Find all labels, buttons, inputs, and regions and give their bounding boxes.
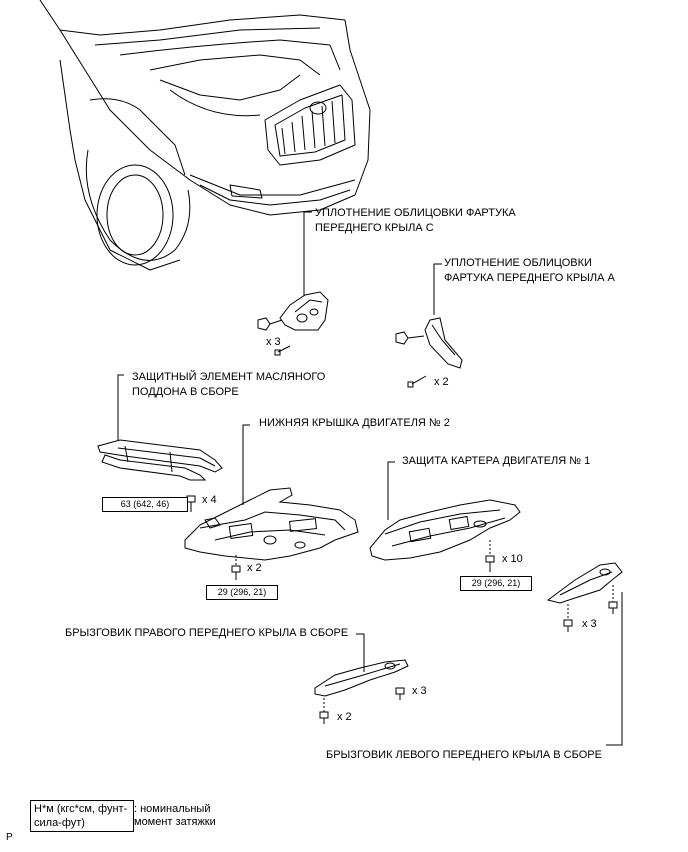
legend-units-line1: Н*м (кгс*см, фунт- bbox=[34, 803, 128, 815]
label-oil-pan-line2: ПОДДОНА В СБОРЕ bbox=[132, 386, 239, 398]
legend-desc-line2: момент затяжки bbox=[134, 816, 216, 828]
label-engine-guard-1: ЗАЩИТА КАРТЕРА ДВИГАТЕЛЯ № 1 bbox=[402, 455, 591, 467]
qty-seal-a-screw: x 2 bbox=[434, 376, 449, 388]
legend-torque-units: Н*м (кгс*см, фунт- сила-фут) bbox=[30, 800, 134, 832]
label-seal-a-line2: ФАРТУКА ПЕРЕДНЕГО КРЫЛА А bbox=[444, 272, 615, 284]
left-fender-splash-shield bbox=[546, 562, 623, 746]
torque-oil-pan: 63 (642, 46) bbox=[102, 497, 188, 512]
label-oil-pan-line1: ЗАЩИТНЫЙ ЭЛЕМЕНТ МАСЛЯНОГО bbox=[132, 371, 326, 383]
qty-right-splash-bolt-a: x 3 bbox=[412, 685, 427, 697]
legend-description: : номинальный момент затяжки bbox=[134, 803, 216, 829]
label-left-splash: БРЫЗГОВИК ЛЕВОГО ПЕРЕДНЕГО КРЫЛА В СБОРЕ bbox=[326, 749, 602, 761]
engine-lower-cover-2 bbox=[184, 424, 359, 580]
qty-right-splash-bolt-b: x 2 bbox=[337, 711, 352, 723]
clip-icon bbox=[257, 317, 271, 331]
engine-under-cover-1 bbox=[369, 461, 521, 572]
qty-lower-cover-bolt: x 2 bbox=[247, 562, 262, 574]
bolt-icon bbox=[608, 601, 618, 614]
bolt-icon bbox=[485, 555, 495, 572]
fender-apron-seal-c bbox=[257, 211, 329, 356]
qty-guard-bolt: x 10 bbox=[502, 553, 523, 565]
label-right-splash: БРЫЗГОВИК ПРАВОГО ПЕРЕДНЕГО КРЫЛА В СБОР… bbox=[65, 627, 349, 639]
legend-units-line2: сила-фут) bbox=[34, 817, 85, 829]
oil-pan-protector bbox=[97, 374, 223, 481]
clip-icon bbox=[395, 331, 409, 345]
qty-seal-c-clip: x 3 bbox=[266, 336, 281, 348]
label-seal-c-line1: УПЛОТНЕНИЕ ОБЛИЦОВКИ ФАРТУКА bbox=[315, 207, 516, 219]
right-fender-splash-shield bbox=[314, 633, 409, 724]
label-oil-pan-protector: ЗАЩИТНЫЙ ЭЛЕМЕНТ МАСЛЯНОГО ПОДДОНА В СБО… bbox=[132, 370, 325, 400]
qty-left-splash-bolt: x 3 bbox=[582, 618, 597, 630]
label-seal-c-line2: ПЕРЕДНЕГО КРЫЛА С bbox=[315, 222, 434, 234]
vehicle-front-illustration bbox=[39, 0, 371, 271]
figure-code: P bbox=[6, 832, 13, 843]
screw-icon bbox=[411, 375, 427, 385]
bolt-icon bbox=[186, 495, 196, 512]
qty-oil-pan-bolt: x 4 bbox=[202, 494, 217, 506]
bolt-icon bbox=[395, 687, 405, 700]
torque-lower-cover: 29 (296, 21) bbox=[206, 585, 278, 600]
bolt-icon bbox=[231, 565, 241, 580]
bolt-icon bbox=[319, 711, 329, 724]
label-lower-cover-2: НИЖНЯЯ КРЫШКА ДВИГАТЕЛЯ № 2 bbox=[259, 417, 450, 429]
fender-apron-seal-a bbox=[395, 263, 463, 388]
label-seal-a: УПЛОТНЕНИЕ ОБЛИЦОВКИ ФАРТУКА ПЕРЕДНЕГО К… bbox=[444, 256, 615, 286]
legend-desc-line1: : номинальный bbox=[134, 803, 211, 815]
bolt-icon bbox=[563, 619, 573, 632]
torque-guard: 29 (296, 21) bbox=[460, 576, 532, 591]
label-seal-a-line1: УПЛОТНЕНИЕ ОБЛИЦОВКИ bbox=[444, 257, 592, 269]
label-seal-c: УПЛОТНЕНИЕ ОБЛИЦОВКИ ФАРТУКА ПЕРЕДНЕГО К… bbox=[315, 206, 516, 236]
